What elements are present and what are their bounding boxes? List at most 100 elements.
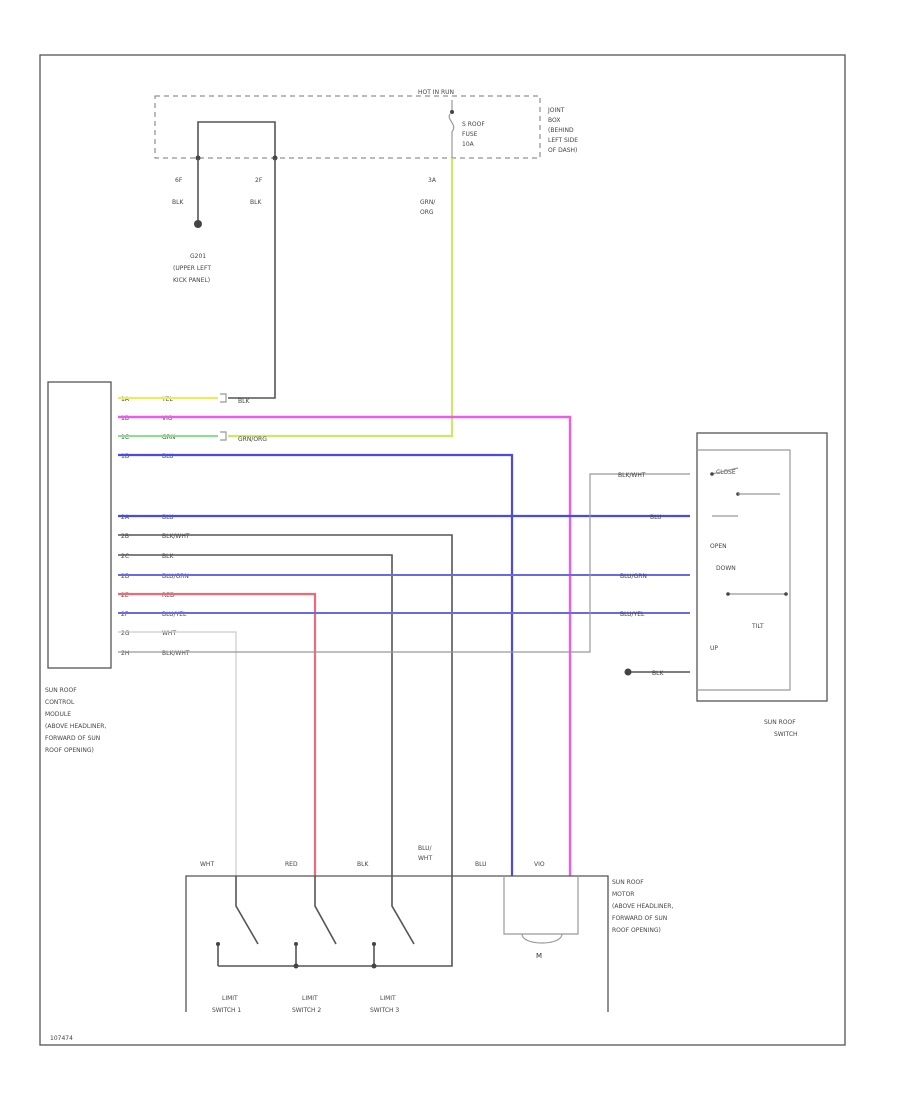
switch-tilt-label: TILT [751,623,764,630]
joint-box-label-4: LEFT SIDE [548,137,578,144]
splice-top-label: BLK [238,398,250,405]
limit-switch-1-label-1: LIMIT [222,995,238,1002]
module-pin-wire-label: RED [162,592,175,599]
switch-contact-close [711,467,739,475]
module-pin-wire-label: BLU/YEL [162,611,187,618]
switch-label-2: SWITCH [774,731,798,738]
module-label-1: SUN ROOF [45,687,77,694]
module-pin-wire-label: GRN [162,434,175,441]
bottom-vio-label: VIO [534,861,545,868]
bottom-blu-wht-label-2: WHT [418,855,432,862]
switch-wire-label-4: BLU/YEL [620,611,645,618]
switch-contact-node-3 [726,592,730,596]
bottom-blu-label: BLU [475,861,487,868]
module-pin-wire-label: BLU/GRN [162,573,189,580]
module-pin-2e: 2E [121,592,129,599]
wire-grn-org [228,158,454,438]
splice-tag-green [220,431,227,441]
module-label-4: (ABOVE HEADLINER, [45,723,106,730]
switch-label-1: SUN ROOF [764,719,796,726]
module-pin-1d: 1D [121,453,130,460]
joint-box-outline [154,95,541,159]
limit-switch-box [185,875,609,1012]
bottom-wht-label: WHT [200,861,214,868]
splice-tag-top [220,393,227,403]
wire-grn-org-label-2: ORG [420,209,434,216]
motor-label-4: FORWARD OF SUN [612,915,667,922]
pin-6f-label: 6F [175,177,183,184]
switch-wire-label-5: BLK [652,670,664,677]
wire-blk-label-b: BLK [250,199,262,206]
module-label-3: MODULE [45,711,71,718]
motor-label-1: SUN ROOF [612,879,644,886]
motor-m-label: M [536,952,542,960]
wire-grn-org-label-1: GRN/ [420,199,436,206]
motor-symbol [521,933,563,944]
module-pin-wire-label: BLK/WHT [162,533,190,540]
wire-blk-limit [118,554,393,876]
ground-label-3: KICK PANEL) [173,277,210,284]
module-pin-2h: 2H [121,650,129,657]
module-pin-wire-label: VIO [162,415,173,422]
bus-node-1 [293,963,299,969]
module-pin-2f: 2F [121,611,129,618]
module-pin-1b: 1B [121,415,129,422]
joint-box-label-2: BOX [548,117,560,124]
limit-switch-1-label-2: SWITCH 1 [212,1007,241,1014]
ground-wire-loop [197,121,276,158]
limit-switch-3-label-1: LIMIT [380,995,396,1002]
module-label-6: ROOF OPENING) [45,747,94,754]
module-pin-2d: 2D [121,573,130,580]
module-label-5: FORWARD OF SUN [45,735,100,742]
module-pin-1a: 1A [121,396,130,403]
motor-box [503,876,579,935]
ground-label-1: G201 [190,253,206,260]
limit-switch-2-label-1: LIMIT [302,995,318,1002]
switch-close-label: CLOSE [716,469,736,476]
module-pin-2c: 2C [121,553,129,560]
sun-roof-control-module [47,381,112,669]
fuse-top-node [450,110,454,114]
ground-symbol [194,220,202,228]
limit-switch-2-label-2: SWITCH 2 [292,1007,321,1014]
bus-node-2 [371,963,377,969]
wire-red [118,592,317,876]
motor-label-2: MOTOR [612,891,634,898]
diagram-frame [39,54,846,1046]
pin-3a-label: 3A [428,177,437,184]
wire-blk-wht-limit [118,534,453,876]
splice-green-label: GRN/ORG [238,436,267,443]
sun-roof-switch-box [696,432,828,702]
fuse-label-1: S ROOF [462,121,485,128]
hot-power-label: HOT IN RUN [418,89,454,96]
switch-contact-node-1 [710,472,714,476]
limit-switch-1 [216,876,259,966]
module-pin-wire-label: BLU [162,453,174,460]
fuse-symbol [448,100,455,158]
switch-wire-label-2: BLU [650,514,662,521]
motor-label-5: ROOF OPENING) [612,927,661,934]
switch-up-label: UP [710,645,718,652]
module-pin-2a: 2A [121,514,130,521]
joint-box-label-1: JOINT [547,107,565,114]
joint-box-label-5: OF DASH) [548,147,577,154]
limit-switch-3-label-2: SWITCH 3 [370,1007,399,1014]
wire-blk-label-a: BLK [172,199,184,206]
fuse-label-2: FUSE [462,131,478,138]
module-label-2: CONTROL [45,699,75,706]
joint-box-label-3: (BEHIND [548,127,574,134]
module-pin-2b: 2B [121,533,129,540]
wire-vio [118,415,572,876]
module-pin-wire-label: BLU [162,514,174,521]
footer-code: 107474 [50,1035,73,1042]
pin-2f-label: 2F [255,177,263,184]
limit-switch-2 [294,876,337,966]
module-pin-wire-label: WHT [162,630,176,637]
bottom-blu-wht-label-1: BLU/ [418,845,433,852]
fuse-label-3: 10A [462,141,475,148]
switch-contact-node-4 [784,592,788,596]
module-pin-wire-label: BLK/WHT [162,650,190,657]
wire-blk-to-module [228,158,276,399]
module-pin-wire-label: YEL [161,396,173,403]
